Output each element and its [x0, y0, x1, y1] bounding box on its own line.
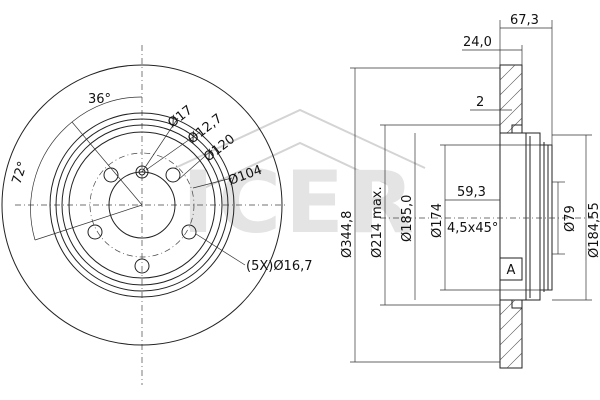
angle-arc-outer [30, 121, 73, 241]
bolt-holes [87, 165, 197, 274]
radial-line-72 [34, 204, 143, 241]
hub-ring-2 [55, 118, 229, 292]
disc-outer-edge [1, 64, 283, 346]
locating-hole [135, 165, 149, 179]
hub-ring-3 [61, 124, 223, 286]
label-height-59-3: 59,3 [457, 185, 486, 200]
hat-step [500, 124, 522, 309]
label-dia-174: Ø174 [430, 203, 445, 238]
disc-section-bottom [499, 299, 523, 369]
hub-ring-4 [68, 131, 216, 279]
label-angle-36: 36° [88, 92, 111, 107]
bolt-hole [103, 167, 119, 183]
leader-12-7 [145, 131, 201, 171]
leader-104 [192, 177, 233, 189]
leader-holes [195, 233, 246, 266]
label-angle-72: 72° [10, 160, 31, 187]
bolt-hole [165, 167, 181, 183]
label-offset-2: 2 [476, 95, 484, 110]
bolt-hole [181, 224, 197, 240]
label-dia-184-55: Ø184,55 [587, 202, 600, 258]
radial-line-36 [71, 121, 143, 206]
label-datum: A [507, 263, 516, 278]
label-dia-79: Ø79 [563, 205, 578, 232]
datum-box [499, 257, 523, 281]
angle-arc [71, 96, 143, 123]
label-width-67-3: 67,3 [510, 13, 539, 28]
bolt-hole [87, 224, 103, 240]
locating-hole-inner [138, 168, 146, 176]
hub-fins [525, 133, 549, 300]
leader-17 [141, 117, 179, 173]
bolt-circle [89, 152, 195, 258]
label-dia-344-8: Ø344,8 [340, 211, 355, 258]
label-thickness-24: 24,0 [463, 35, 492, 50]
label-chamfer: 4,5x45° [447, 221, 498, 236]
label-dia-214: Ø214 max. [370, 186, 385, 258]
side-view: A 67,3 24,0 2 59,3 4,5x45° Ø344,8 Ø214 m… [340, 13, 600, 369]
label-holes: (5X)Ø16,7 [246, 259, 313, 274]
label-dia-185: Ø185,0 [400, 195, 415, 242]
bolt-hole [134, 258, 150, 274]
leader-120 [177, 149, 213, 181]
hub-outer-ring [49, 112, 235, 298]
disc-section-top [499, 64, 523, 134]
